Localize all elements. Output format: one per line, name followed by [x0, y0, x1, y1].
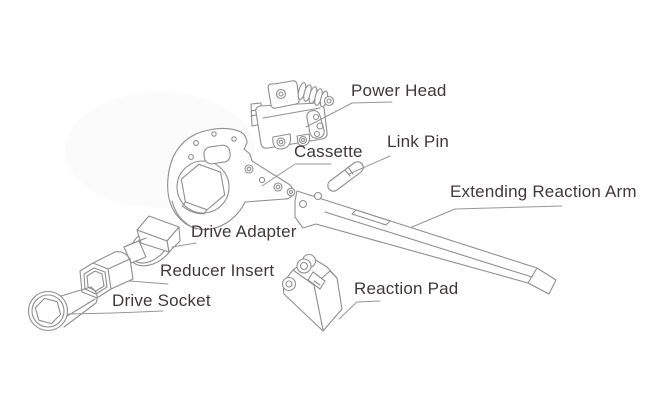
label-reducer-insert: Reducer Insert [160, 261, 275, 280]
leader-lines [67, 101, 563, 320]
leader-cassette [261, 163, 332, 187]
link-pin-drawing [327, 161, 364, 192]
leader-drive-socket [67, 310, 164, 315]
label-drive-socket: Drive Socket [112, 291, 211, 310]
label-extending-reaction-arm: Extending Reaction Arm [450, 182, 637, 201]
reducer-insert-drawing [79, 251, 134, 299]
leader-drive-adapter [171, 242, 197, 248]
leader-reducer-insert [129, 280, 169, 285]
reaction-pad-drawing [281, 253, 343, 332]
label-drive-adapter: Drive Adapter [191, 222, 297, 241]
leader-reaction-pad [338, 300, 381, 320]
leader-power-head [305, 101, 393, 128]
label-cassette: Cassette [294, 142, 363, 161]
label-power-head: Power Head [351, 81, 447, 100]
leader-extending-reaction-arm [411, 205, 563, 228]
power-head-drawing [250, 80, 335, 150]
label-link-pin: Link Pin [387, 132, 450, 151]
drive-adapter-drawing [123, 215, 181, 267]
cassette-drawing [167, 127, 296, 231]
leader-link-pin [348, 155, 391, 175]
extending-reaction-arm-drawing [294, 190, 557, 295]
drive-socket-drawing [27, 286, 98, 332]
label-reaction-pad: Reaction Pad [354, 279, 459, 298]
